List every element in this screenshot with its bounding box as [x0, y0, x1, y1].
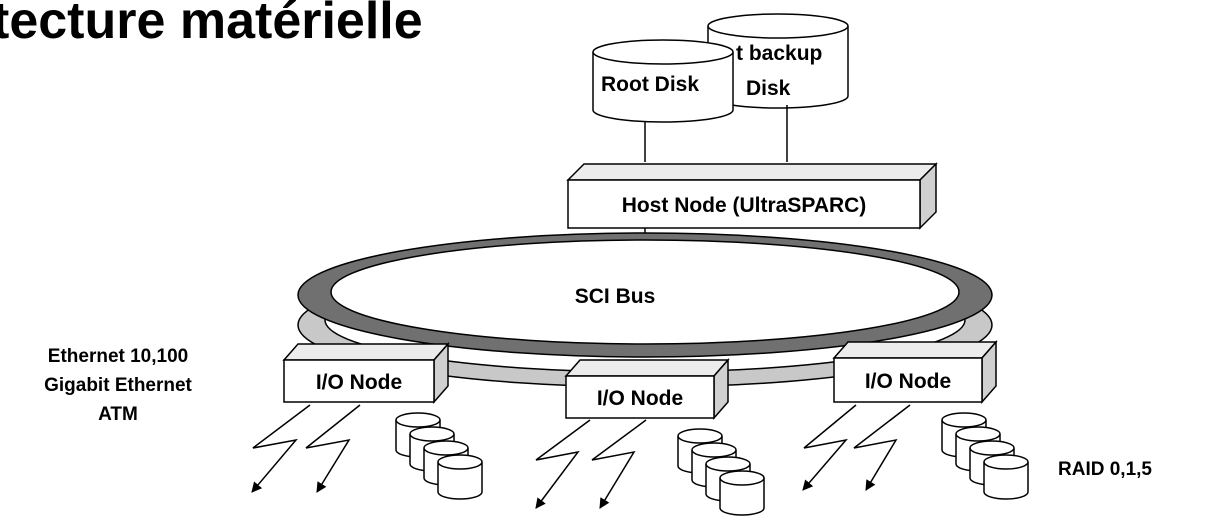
stack-disk-cap — [437, 454, 483, 470]
io-node-center: I/O Node — [564, 358, 730, 420]
network-links — [251, 404, 911, 509]
stack-disk-body — [437, 462, 483, 500]
net-link-arrow — [853, 404, 911, 491]
stack-disk-cap — [409, 426, 455, 442]
host-node: Host Node (UltraSPARC) — [566, 162, 938, 230]
stack-disk-cap — [395, 412, 441, 428]
io-node-left: I/O Node — [282, 342, 450, 404]
root-disk-label: Root Disk — [601, 73, 699, 96]
net-link-arrow — [591, 419, 647, 509]
net-link-arrow — [802, 404, 857, 491]
network-gigabit: Gigabit Ethernet — [44, 375, 192, 396]
net-link-arrow — [535, 419, 591, 509]
root-disk: Root Disk — [592, 39, 734, 123]
stack-disk-cap — [705, 456, 751, 472]
stack-disk-cap — [677, 428, 723, 444]
root-backup-disk-label-2: Disk — [746, 77, 791, 100]
host-node-label: Host Node (UltraSPARC) — [622, 194, 867, 217]
stack-disk-body — [983, 462, 1029, 500]
stack-disk-cap — [719, 470, 765, 486]
stack-disk-body — [719, 478, 765, 516]
page-title: tecture matérielle — [0, 0, 423, 50]
sci-bus-ring: SCI Bus — [297, 232, 993, 388]
stack-disk-cap — [983, 454, 1029, 470]
sci-bus-label: SCI Bus — [575, 285, 656, 308]
stack-disk-cap — [423, 440, 469, 456]
io-node-right-label: I/O Node — [865, 370, 951, 393]
stack-disk-cap — [691, 442, 737, 458]
network-atm: ATM — [98, 404, 138, 425]
raid-label: RAID 0,1,5 — [1058, 459, 1152, 480]
network-ethernet: Ethernet 10,100 — [48, 346, 188, 367]
disk-stacks — [395, 412, 1029, 516]
io-node-right: I/O Node — [832, 340, 998, 404]
stack-disk-cap — [941, 412, 987, 428]
io-node-center-label: I/O Node — [597, 387, 683, 410]
network-types: Ethernet 10,100 Gigabit Ethernet ATM — [44, 346, 192, 425]
net-link-arrow — [305, 404, 361, 493]
io-node-left-label: I/O Node — [316, 371, 402, 394]
stack-disk-cap — [969, 440, 1015, 456]
net-link-arrow — [251, 404, 311, 493]
root-backup-disk: t backup Disk — [707, 13, 849, 109]
stack-disk-cap — [955, 426, 1001, 442]
root-backup-disk-label: t backup — [736, 42, 822, 65]
